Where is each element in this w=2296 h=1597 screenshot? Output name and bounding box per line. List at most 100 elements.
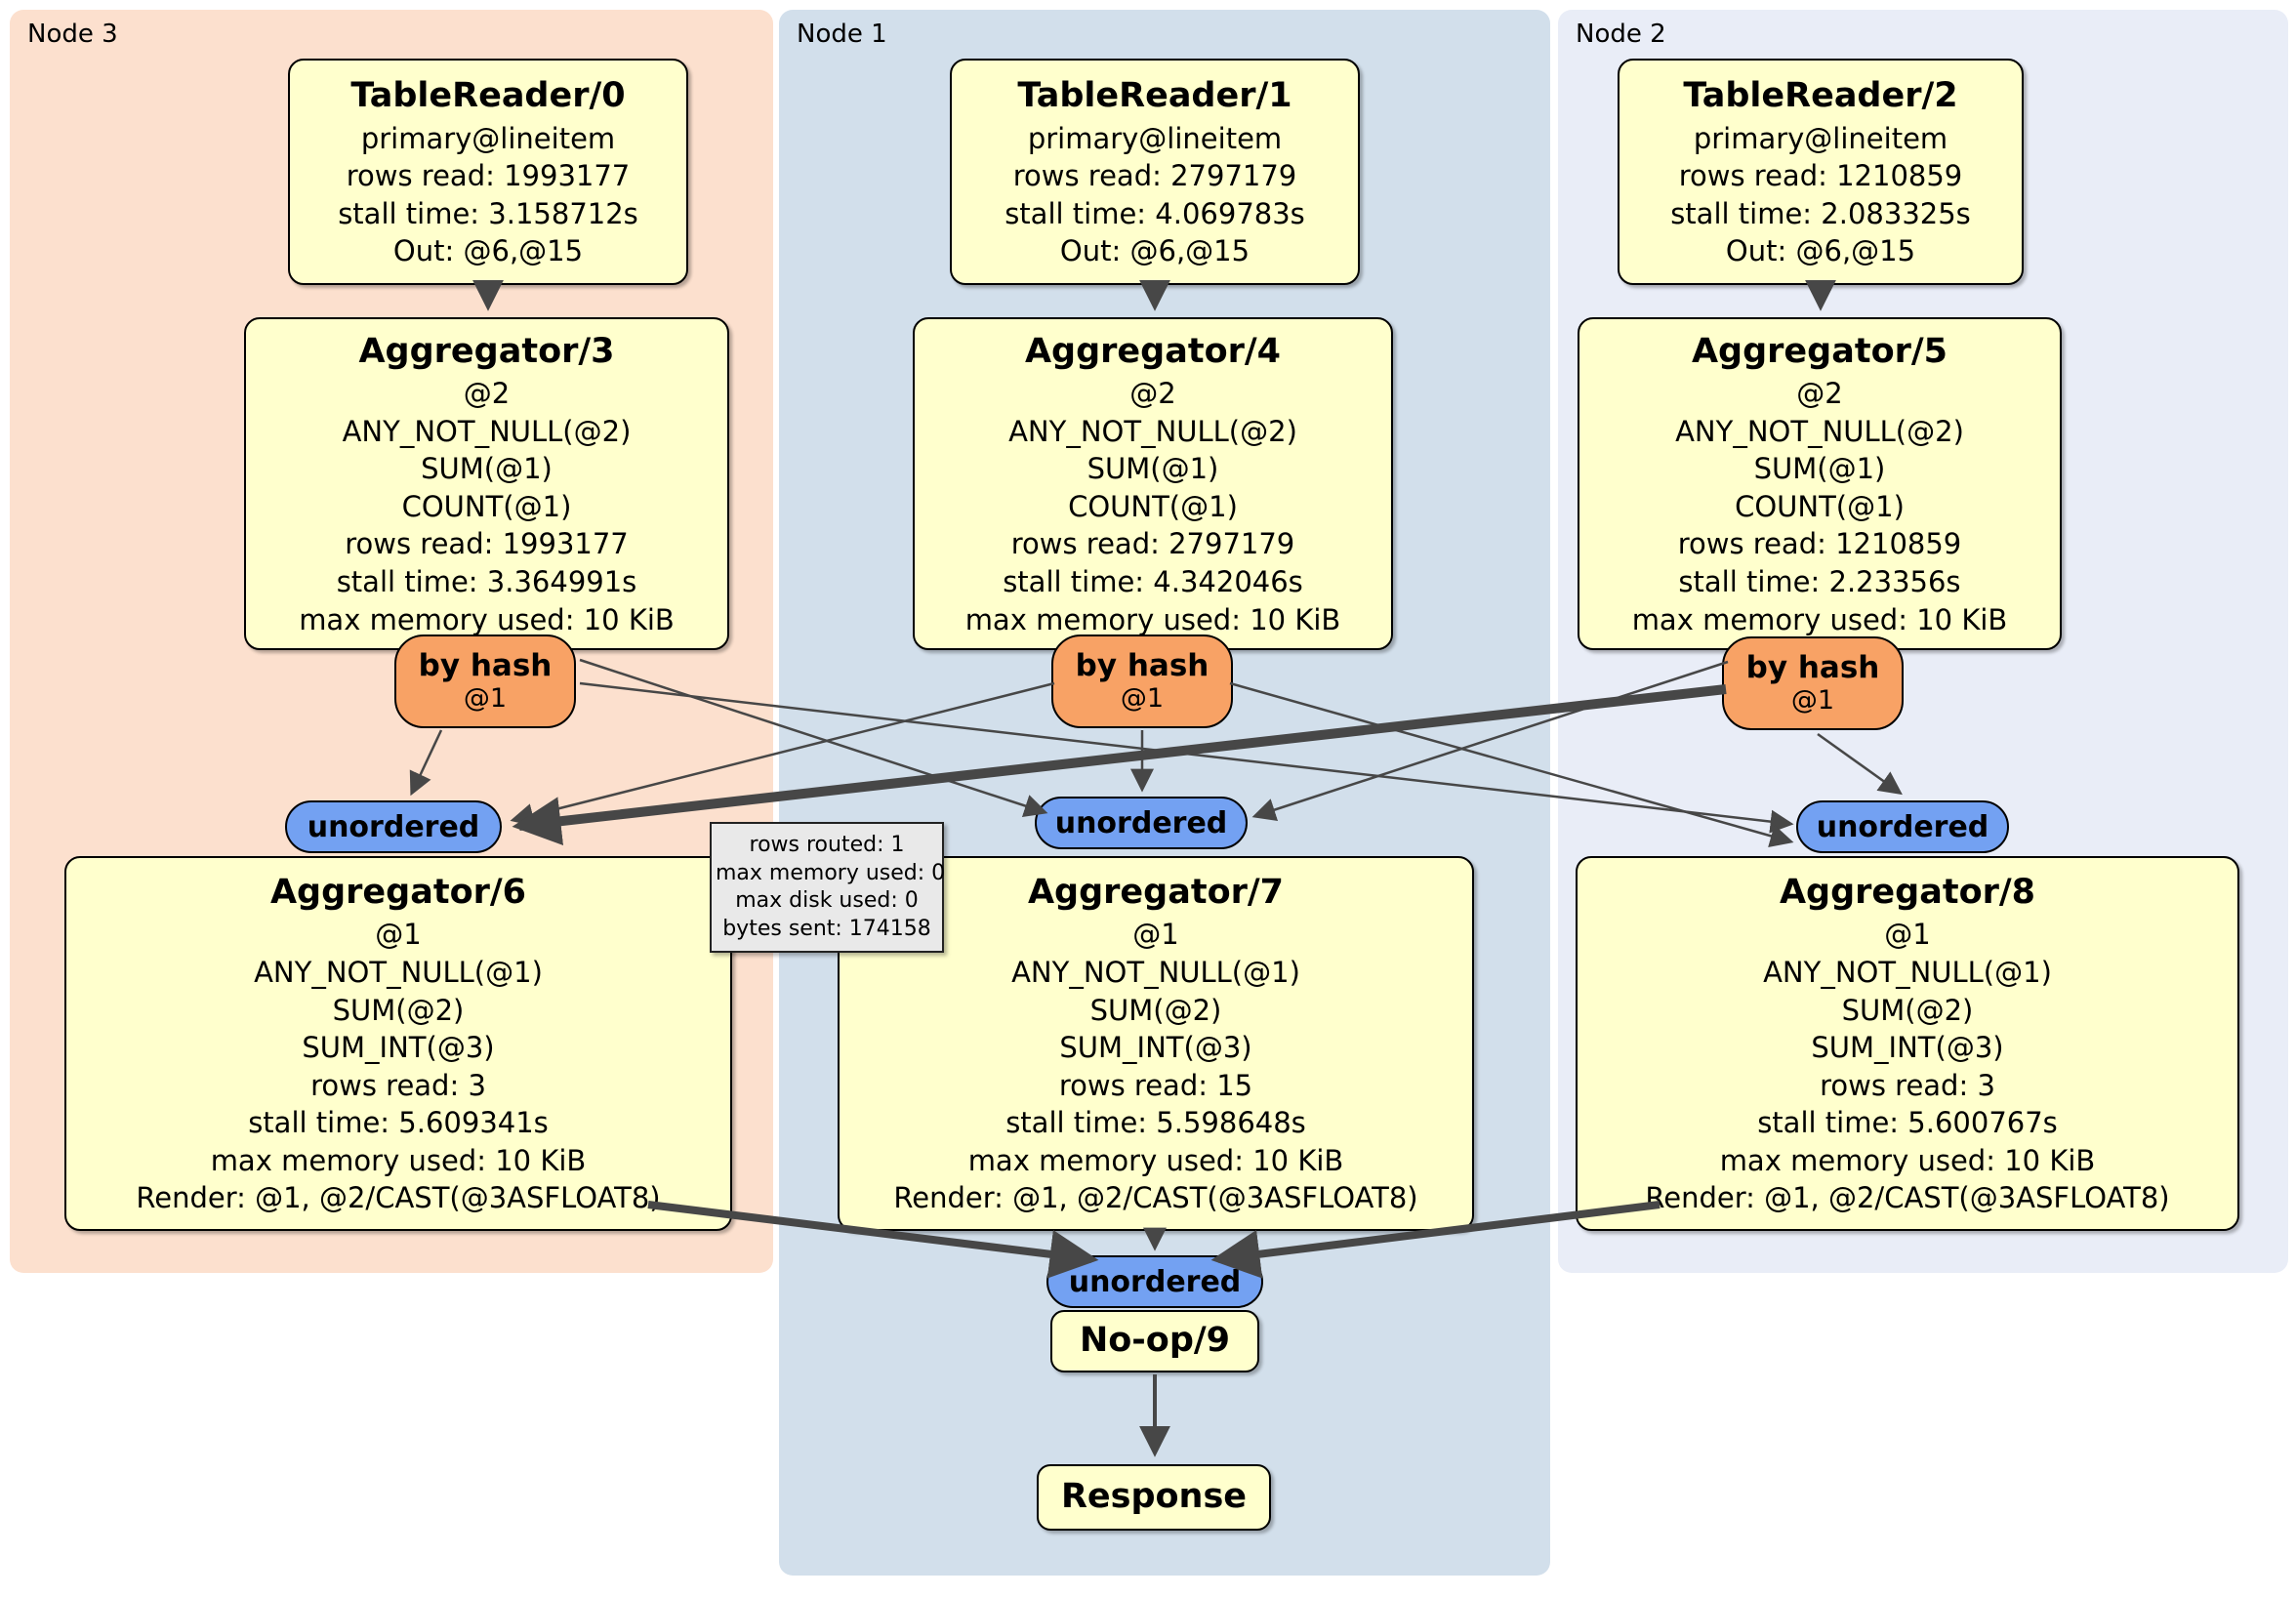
processor-response: Response <box>1037 1464 1271 1531</box>
stat-line: rows read: 1993177 <box>346 159 631 193</box>
processor-title: TableReader/2 <box>1683 76 1958 116</box>
router-key: @1 <box>463 683 508 715</box>
stat-line: max memory used: 0 <box>716 860 946 885</box>
sync-unordered-node1: unordered <box>1035 797 1248 849</box>
router-label: by hash <box>1745 649 1880 685</box>
router-key: @1 <box>1120 683 1165 715</box>
stat-line: stall time: 2.23356s <box>1678 564 1961 598</box>
stat-line: rows read: 2797179 <box>1012 159 1297 193</box>
stat-line: max memory used: 10 KiB <box>1719 1143 2096 1177</box>
stat-line: max memory used: 10 KiB <box>1631 602 2008 636</box>
processor-title: Aggregator/4 <box>1024 331 1282 371</box>
stat-line: ANY_NOT_NULL(@1) <box>254 955 543 989</box>
processor-title: No-op/9 <box>1079 1321 1231 1361</box>
edge-stats-tooltip: rows routed: 1 max memory used: 0 max disk… <box>710 822 946 954</box>
sync-unordered-node2: unordered <box>1796 800 2009 853</box>
processor-noop-9: No-op/9 <box>1050 1310 1259 1372</box>
stat-line: max disk used: 0 <box>735 888 919 914</box>
stat-line: stall time: 3.364991s <box>336 564 637 598</box>
stat-line: Out: @6,@15 <box>1059 234 1250 268</box>
stat-line: max memory used: 10 KiB <box>210 1143 587 1177</box>
stat-line: ANY_NOT_NULL(@1) <box>1763 955 2052 989</box>
stat-line: COUNT(@1) <box>401 489 572 523</box>
stat-line: rows read: 3 <box>1820 1068 1995 1102</box>
stat-line: rows read: 15 <box>1058 1068 1253 1102</box>
stat-line: ANY_NOT_NULL(@2) <box>342 414 632 448</box>
stat-line: ANY_NOT_NULL(@2) <box>1675 414 1964 448</box>
stat-line: SUM(@1) <box>1753 452 1886 486</box>
panel-node3-label: Node 3 <box>27 20 118 49</box>
processor-title: Aggregator/8 <box>1779 873 2036 913</box>
stat-line: stall time: 4.342046s <box>1003 564 1303 598</box>
stat-line: rows routed: 1 <box>749 833 905 857</box>
stat-line: stall time: 3.158712s <box>338 196 638 230</box>
stat-line: COUNT(@1) <box>1735 489 1905 523</box>
stat-line: @1 <box>1132 918 1179 952</box>
sync-unordered-node3: unordered <box>285 800 502 853</box>
stat-line: rows read: 1210859 <box>1678 159 1963 193</box>
processor-title: TableReader/0 <box>350 76 626 116</box>
stat-line: SUM(@2) <box>1089 993 1222 1027</box>
stat-line: Out: @6,@15 <box>392 234 584 268</box>
stat-line: SUM_INT(@3) <box>1059 1031 1252 1065</box>
stat-line: stall time: 5.600767s <box>1757 1106 2058 1140</box>
router-label: by hash <box>1075 647 1210 683</box>
processor-title: Aggregator/5 <box>1691 331 1948 371</box>
processor-title: Response <box>1060 1477 1248 1517</box>
stat-line: rows read: 2797179 <box>1010 527 1295 561</box>
stat-line: rows read: 1993177 <box>345 527 629 561</box>
router-by-hash-node3: by hash @1 <box>394 635 576 728</box>
router-key: @1 <box>1790 685 1835 717</box>
stat-line: @2 <box>463 377 511 411</box>
tooltip-lines: rows routed: 1 max memory used: 0 max disk… <box>716 832 946 943</box>
stat-line: COUNT(@1) <box>1068 489 1238 523</box>
stat-line: rows read: 1210859 <box>1677 527 1962 561</box>
stat-line: ANY_NOT_NULL(@1) <box>1011 955 1300 989</box>
panel-node2-label: Node 2 <box>1576 20 1666 49</box>
stat-line: stall time: 5.609341s <box>248 1106 549 1140</box>
stat-line: stall time: 5.598648s <box>1005 1106 1306 1140</box>
stat-line: primary@lineitem <box>1693 121 1948 155</box>
router-by-hash-node2: by hash @1 <box>1722 636 1904 730</box>
stat-line: rows read: 3 <box>310 1068 486 1102</box>
processor-title: Aggregator/3 <box>358 331 615 371</box>
stat-line: Out: @6,@15 <box>1725 234 1916 268</box>
stat-line: primary@lineitem <box>360 121 616 155</box>
stat-line: @1 <box>1884 918 1931 952</box>
panel-node1-label: Node 1 <box>797 20 887 49</box>
stat-line: max memory used: 10 KiB <box>964 602 1341 636</box>
router-by-hash-node1: by hash @1 <box>1051 635 1233 728</box>
processor-title: Aggregator/7 <box>1027 873 1285 913</box>
stat-line: ANY_NOT_NULL(@2) <box>1008 414 1297 448</box>
processor-title: Aggregator/6 <box>269 873 527 913</box>
stat-line: stall time: 2.083325s <box>1670 196 1971 230</box>
processor-tablereader-2: TableReader/2 primary@lineitem rows read:… <box>1618 59 2024 285</box>
sync-unordered-final: unordered <box>1046 1255 1263 1308</box>
stat-line: SUM_INT(@3) <box>302 1031 495 1065</box>
stat-line: SUM(@2) <box>332 993 465 1027</box>
stat-line: max memory used: 10 KiB <box>967 1143 1344 1177</box>
stat-line: SUM(@1) <box>421 452 553 486</box>
stat-line: max memory used: 10 KiB <box>299 602 675 636</box>
stat-line: Render: @1, @2/CAST(@3ASFLOAT8) <box>136 1181 661 1215</box>
stat-line: @2 <box>1129 377 1176 411</box>
stat-line: @1 <box>375 918 422 952</box>
stat-line: SUM(@2) <box>1841 993 1974 1027</box>
stat-line: stall time: 4.069783s <box>1004 196 1305 230</box>
stat-line: SUM_INT(@3) <box>1811 1031 2004 1065</box>
stat-line: @2 <box>1796 377 1843 411</box>
